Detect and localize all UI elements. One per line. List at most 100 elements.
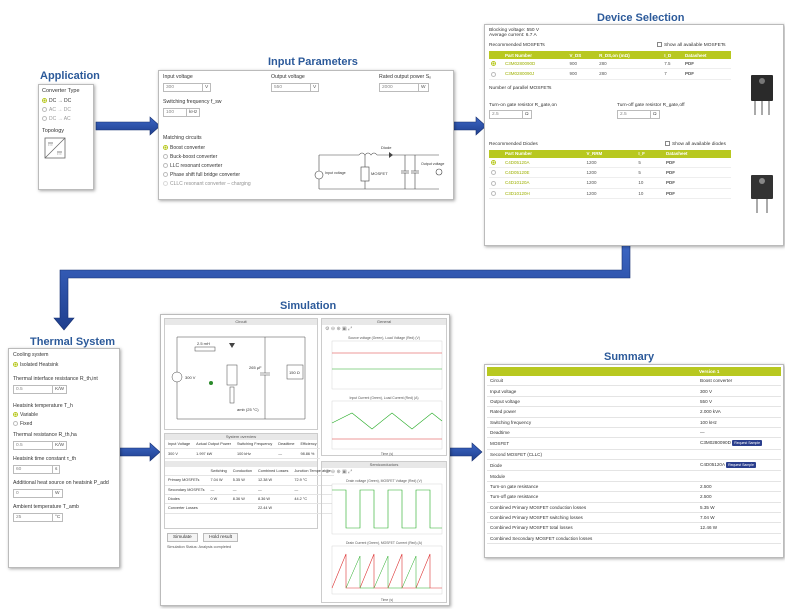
device-overview-header xyxy=(165,460,317,467)
plot4-title: Drain Current (Green), MOSFET Current (R… xyxy=(346,541,422,545)
device-selection-title: Device Selection xyxy=(597,12,685,24)
interface-resistance-label: Thermal interface resistance R_th,int xyxy=(13,376,98,382)
average-current-text: Average current: 6.7 A xyxy=(489,33,537,38)
general-plot-area: Source voltage (Green), Load Voltage (Re… xyxy=(331,336,443,456)
simulation-title: Simulation xyxy=(280,300,337,312)
application-title: Application xyxy=(40,70,100,82)
circuit-option-psfb[interactable]: Phase shift full bridge converter xyxy=(163,172,251,178)
datasheet-pdf-icon[interactable]: PDF xyxy=(682,68,731,80)
additional-heat-unit: W xyxy=(53,489,63,498)
heatsink-option-fixed[interactable]: Fixed xyxy=(13,421,115,427)
plot-toolbar[interactable]: ⚙ ⊖ ⊕ ▣ ⤢ xyxy=(325,469,353,475)
ambient-temperature-unit: °C xyxy=(53,513,64,522)
output-voltage-unit: V xyxy=(311,83,320,92)
matching-circuits-label: Matching circuits xyxy=(163,135,202,141)
mosfet-package-image xyxy=(751,75,773,115)
dc-dc-topology-icon xyxy=(44,137,66,159)
simulation-panel: Circuit 150 Ω 300 V 265 μF 2.5 mH amb (2… xyxy=(160,314,450,606)
output-voltage-schematic-label: Output voltage xyxy=(421,162,444,166)
radio-icon xyxy=(163,163,168,169)
additional-heat-input[interactable]: 0 xyxy=(13,489,53,498)
diode-package-image xyxy=(751,175,773,213)
request-sample-mosfet-button[interactable]: Request Sample xyxy=(732,440,763,447)
radio-icon xyxy=(163,154,168,160)
blocking-voltage-text: Blocking voltage: 550 V xyxy=(489,28,540,33)
plot2-title: Input Current (Green), Load Current (Red… xyxy=(350,396,419,400)
datasheet-pdf-icon[interactable]: PDF xyxy=(682,59,731,70)
radio-icon xyxy=(491,170,496,176)
turn-off-gate-input[interactable]: 2.5 xyxy=(617,109,651,119)
request-sample-diode-button[interactable]: Request Sample xyxy=(726,462,756,469)
datasheet-pdf-icon[interactable]: PDF xyxy=(663,177,731,189)
show-all-diodes-checkbox[interactable]: Show all available diodes xyxy=(665,140,726,146)
semiconductors-header: Semiconductors xyxy=(322,462,446,468)
converter-option-dc-ac[interactable]: DC → AC xyxy=(42,116,90,122)
circuit-option-llc[interactable]: LLC resonant converter xyxy=(163,163,251,169)
circuit-option-boost[interactable]: Boost converter xyxy=(163,145,251,151)
switching-frequency-input[interactable]: 100 xyxy=(163,108,187,117)
circuit-option-buck-boost[interactable]: Buck-boost converter xyxy=(163,154,251,160)
thermal-resistance-label: Thermal resistance R_th,ha xyxy=(13,432,77,438)
table-row: Combined Secondary MOSFET conduction los… xyxy=(487,533,781,545)
thermal-system-panel: Cooling system Isolated Heatsink Thermal… xyxy=(8,348,120,568)
topology-label: Topology xyxy=(42,128,65,134)
turn-on-gate-input[interactable]: 2.5 xyxy=(489,109,523,119)
time-constant-input[interactable]: 60 xyxy=(13,465,53,474)
heatsink-option-variable[interactable]: Variable xyxy=(13,412,115,418)
converter-option-ac-dc[interactable]: AC → DC xyxy=(42,107,90,113)
mosfet-label: MOSFET xyxy=(371,171,388,176)
circuit-option-cllc[interactable]: CLLC resonant converter – charging xyxy=(163,181,251,187)
show-all-mosfets-checkbox[interactable]: Show all available MOSFETs xyxy=(657,42,726,48)
converter-type-label: Converter Type xyxy=(42,88,80,94)
rated-power-label: Rated output power Sₒ xyxy=(379,74,432,80)
switching-frequency-label: Switching frequency f_sw xyxy=(163,99,222,105)
thermal-resistance-input[interactable]: 0.5 xyxy=(13,441,53,450)
hold-result-button[interactable]: Hold result xyxy=(203,533,238,542)
thermal-system-title: Thermal System xyxy=(30,336,115,348)
radio-icon xyxy=(13,412,18,418)
interface-resistance-input[interactable]: 0.5 xyxy=(13,385,53,394)
radio-icon xyxy=(491,159,496,165)
load-resistor-label: 150 Ω xyxy=(289,370,300,375)
semiconductor-plots: Semiconductors ⚙ ⊖ ⊕ ▣ ⤢ Drain voltage (… xyxy=(321,461,447,603)
converter-option-dc-dc[interactable]: DC → DC xyxy=(42,98,90,104)
output-voltage-input[interactable]: 550 xyxy=(271,83,311,92)
summary-header-row: Version 1 xyxy=(487,367,781,376)
input-parameters-title: Input Parameters xyxy=(268,56,358,68)
summary-title: Summary xyxy=(604,351,655,363)
datasheet-pdf-icon[interactable]: PDF xyxy=(663,167,731,179)
circuit-view: Circuit 150 Ω 300 V 265 μF 2.5 mH amb (2… xyxy=(164,318,318,430)
radio-icon xyxy=(491,71,496,77)
time-constant-label: Heatsink time constant τ_th xyxy=(13,456,77,462)
time-constant-unit: s xyxy=(53,465,61,474)
ambient-temperature-input[interactable]: 25 xyxy=(13,513,53,522)
cooling-option-isolated[interactable]: Isolated Heatsink xyxy=(13,362,115,368)
radio-icon xyxy=(13,421,18,427)
plot2-xlabel: Time (s) xyxy=(381,452,393,456)
simulate-button[interactable]: Simulate xyxy=(167,533,198,542)
datasheet-pdf-icon[interactable]: PDF xyxy=(663,188,731,199)
turn-off-gate-unit: Ω xyxy=(651,109,660,119)
plot-toolbar[interactable]: ⚙ ⊖ ⊕ ▣ ⤢ xyxy=(325,326,353,332)
radio-icon xyxy=(163,172,168,178)
plot4-xlabel: Time (s) xyxy=(381,598,393,602)
output-voltage-label: Output voltage xyxy=(271,74,305,80)
datasheet-pdf-icon[interactable]: PDF xyxy=(663,157,731,168)
rated-power-input[interactable]: 2000 xyxy=(379,83,419,92)
input-voltage-input[interactable]: 300 xyxy=(163,83,203,92)
